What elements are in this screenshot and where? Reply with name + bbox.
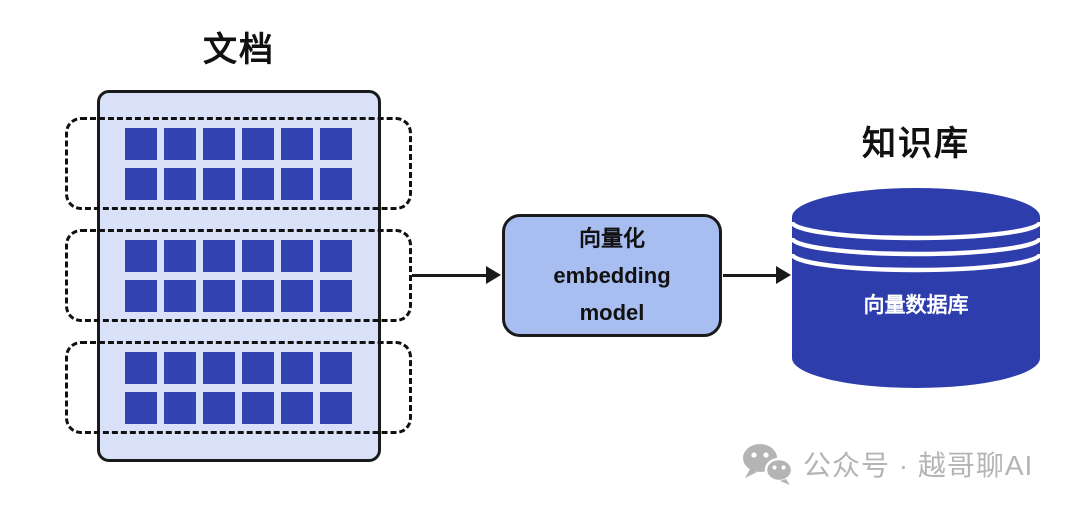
chunk-group-1 xyxy=(65,117,412,210)
chunk-square xyxy=(281,167,313,200)
vector-database-cylinder: 向量数据库 xyxy=(789,188,1043,388)
chunk-square xyxy=(164,351,196,384)
chunk-square xyxy=(281,279,313,312)
chunk-square xyxy=(242,127,274,160)
chunk-square xyxy=(242,351,274,384)
chunk-squares-grid xyxy=(125,239,352,312)
chunk-square xyxy=(164,279,196,312)
embedding-line-2: embedding xyxy=(553,263,671,288)
chunk-square xyxy=(281,239,313,272)
chunk-square xyxy=(203,351,235,384)
vector-database-label: 向量数据库 xyxy=(864,293,969,317)
chunk-square xyxy=(203,127,235,160)
chunk-square xyxy=(281,391,313,424)
chunk-square xyxy=(164,239,196,272)
chunk-group-2 xyxy=(65,229,412,322)
chunk-square xyxy=(164,167,196,200)
chunk-square xyxy=(164,391,196,424)
embedding-model-box: 向量化 embedding model xyxy=(502,214,722,337)
chunk-square xyxy=(281,127,313,160)
cylinder-disc-line-2 xyxy=(789,237,1043,257)
chunk-squares-grid xyxy=(125,127,352,200)
cylinder-disc-line-1 xyxy=(789,221,1043,241)
cylinder-disc-line-3 xyxy=(789,253,1043,273)
arrow-embedding-to-database xyxy=(723,266,791,284)
wechat-icon xyxy=(743,444,793,485)
chunk-square xyxy=(125,351,157,384)
cylinder-body xyxy=(792,217,1040,388)
chunk-square xyxy=(242,167,274,200)
chunk-square xyxy=(281,351,313,384)
chunk-square xyxy=(242,279,274,312)
arrow-document-to-embedding xyxy=(412,266,501,284)
chunk-square xyxy=(203,167,235,200)
embedding-line-3: model xyxy=(579,300,645,325)
chunk-square xyxy=(242,391,274,424)
watermark: 公众号 · 越哥聊AI xyxy=(741,443,1033,485)
chunk-square xyxy=(125,279,157,312)
chunk-square xyxy=(164,127,196,160)
chunk-square xyxy=(125,167,157,200)
chunk-square xyxy=(320,279,352,312)
chunk-square xyxy=(320,351,352,384)
chunk-square xyxy=(125,127,157,160)
chunk-square xyxy=(125,239,157,272)
chunk-group-3 xyxy=(65,341,412,434)
chunk-square xyxy=(320,391,352,424)
chunk-square xyxy=(203,391,235,424)
document-title: 文档 xyxy=(203,31,275,69)
watermark-text: 公众号 · 越哥聊AI xyxy=(803,450,1034,481)
chunk-square xyxy=(203,279,235,312)
embedding-line-1: 向量化 xyxy=(578,226,645,251)
chunk-square xyxy=(320,127,352,160)
chunk-square xyxy=(242,239,274,272)
chunk-squares-grid xyxy=(125,351,352,424)
chunk-square xyxy=(125,391,157,424)
chunk-square xyxy=(320,239,352,272)
chunk-square xyxy=(320,167,352,200)
chunk-square xyxy=(203,239,235,272)
knowledge-base-title: 知识库 xyxy=(862,125,970,163)
cylinder-top xyxy=(792,188,1040,246)
